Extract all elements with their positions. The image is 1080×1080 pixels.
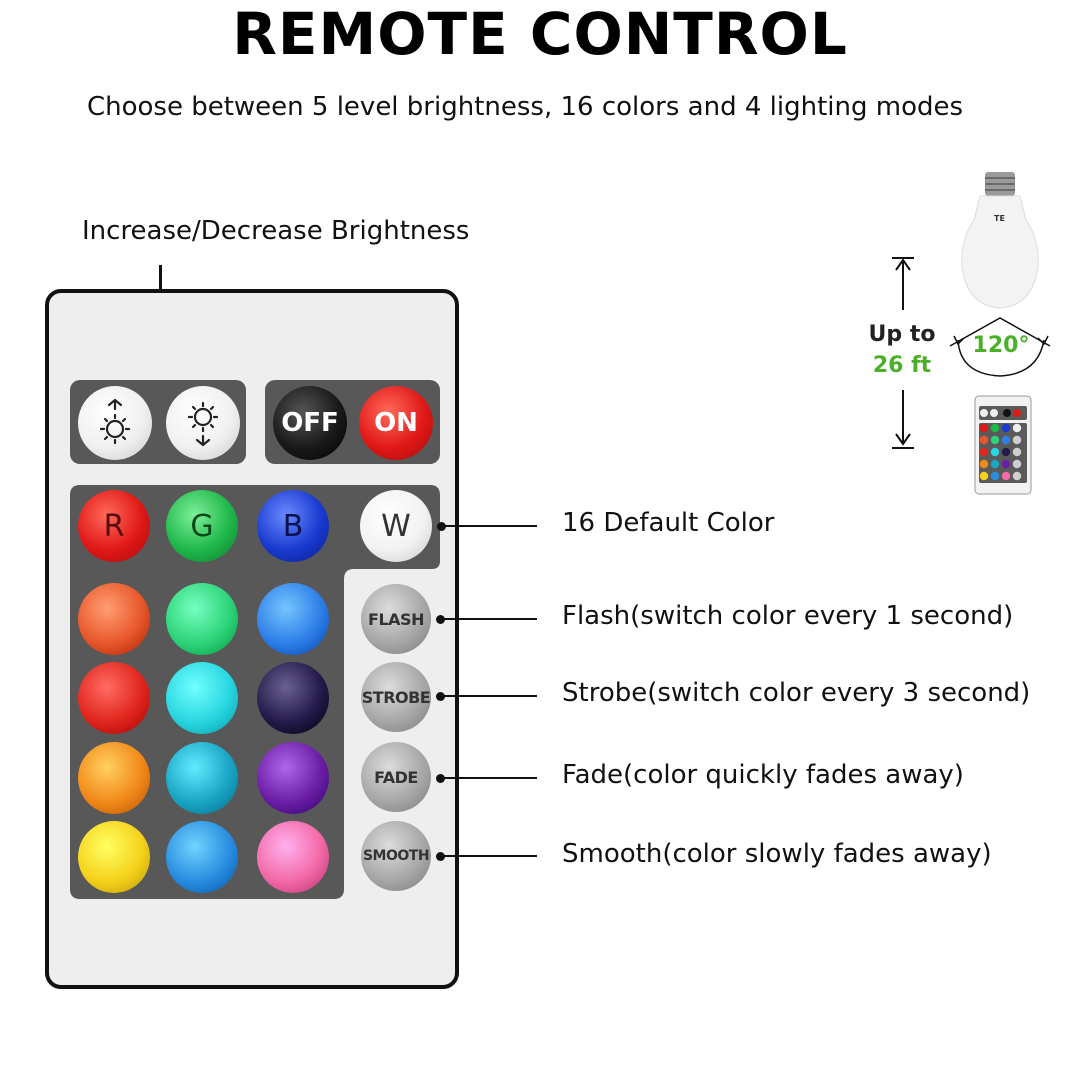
mini-remote-button <box>990 471 1000 481</box>
color-button-3[interactable] <box>257 583 329 655</box>
color-button-2[interactable] <box>166 583 238 655</box>
color-button-7[interactable] <box>78 742 150 814</box>
smooth-button[interactable]: SMOOTH <box>361 821 431 891</box>
mini-remote-button <box>1001 471 1011 481</box>
range-line1: Up to <box>868 322 936 347</box>
color-button-8[interactable] <box>166 742 238 814</box>
mini-remote-button <box>979 471 989 481</box>
red-button[interactable]: R <box>78 490 150 562</box>
light-bulb-icon: TE <box>961 172 1039 309</box>
mini-remote-button <box>1012 435 1022 445</box>
mini-remote-button <box>1001 459 1011 469</box>
brightness-up-button[interactable] <box>78 386 152 460</box>
mini-remote-button <box>990 459 1000 469</box>
strobe-button[interactable]: STROBE <box>361 662 431 732</box>
brightness-down-button[interactable] <box>166 386 240 460</box>
brightness-annotation: Increase/Decrease Brightness <box>82 216 470 246</box>
mini-remote-button <box>990 447 1000 457</box>
mini-remote-button <box>1012 459 1022 469</box>
mini-remote-button <box>1001 423 1011 433</box>
mini-remote-button <box>990 423 1000 433</box>
page-title: REMOTE CONTROL <box>232 0 848 68</box>
range-line2: 26 ft <box>872 353 932 378</box>
on-button[interactable]: ON <box>359 386 433 460</box>
flash-annotation: Flash(switch color every 1 second) <box>562 601 1014 631</box>
strobe-annotation: Strobe(switch color every 3 second) <box>562 678 1031 708</box>
default-color-leader <box>441 525 537 527</box>
color-button-4[interactable] <box>78 662 150 734</box>
range-arrow <box>892 257 914 449</box>
mini-remote-button <box>979 447 989 457</box>
smooth-annotation: Smooth(color slowly fades away) <box>562 839 992 869</box>
mini-remote-button <box>1012 423 1022 433</box>
green-button[interactable]: G <box>166 490 238 562</box>
color-button-9[interactable] <box>257 742 329 814</box>
mini-remote-button <box>979 423 989 433</box>
color-button-1[interactable] <box>78 583 150 655</box>
color-button-5[interactable] <box>166 662 238 734</box>
angle-arc <box>949 317 1051 377</box>
mini-remote-button <box>990 435 1000 445</box>
angle-label: 120° <box>972 333 1030 358</box>
smooth-leader <box>440 855 537 857</box>
strobe-leader <box>440 695 537 697</box>
default-color-annotation: 16 Default Color <box>562 508 775 538</box>
off-button[interactable]: OFF <box>273 386 347 460</box>
color-button-11[interactable] <box>166 821 238 893</box>
fade-annotation: Fade(color quickly fades away) <box>562 760 964 790</box>
mini-remote-button <box>1012 447 1022 457</box>
fade-leader <box>440 777 537 779</box>
mini-remote-button <box>1001 435 1011 445</box>
mini-remote-button <box>979 459 989 469</box>
color-panel <box>70 485 440 899</box>
range-illustration: TE <box>892 172 1051 495</box>
fade-button[interactable]: FADE <box>361 742 431 812</box>
blue-button[interactable]: B <box>257 490 329 562</box>
page-subtitle: Choose between 5 level brightness, 16 co… <box>86 92 964 122</box>
mini-remote-button <box>1001 447 1011 457</box>
flash-button[interactable]: FLASH <box>361 584 431 654</box>
flash-leader <box>440 618 537 620</box>
color-button-12[interactable] <box>257 821 329 893</box>
mini-remote-button <box>979 435 989 445</box>
white-button[interactable]: W <box>360 490 432 562</box>
mini-remote-button <box>1012 471 1022 481</box>
bulb-logo: TE <box>994 214 1005 223</box>
color-button-10[interactable] <box>78 821 150 893</box>
color-button-6[interactable] <box>257 662 329 734</box>
brightness-down-icon <box>187 401 219 447</box>
brightness-up-icon <box>99 398 131 445</box>
